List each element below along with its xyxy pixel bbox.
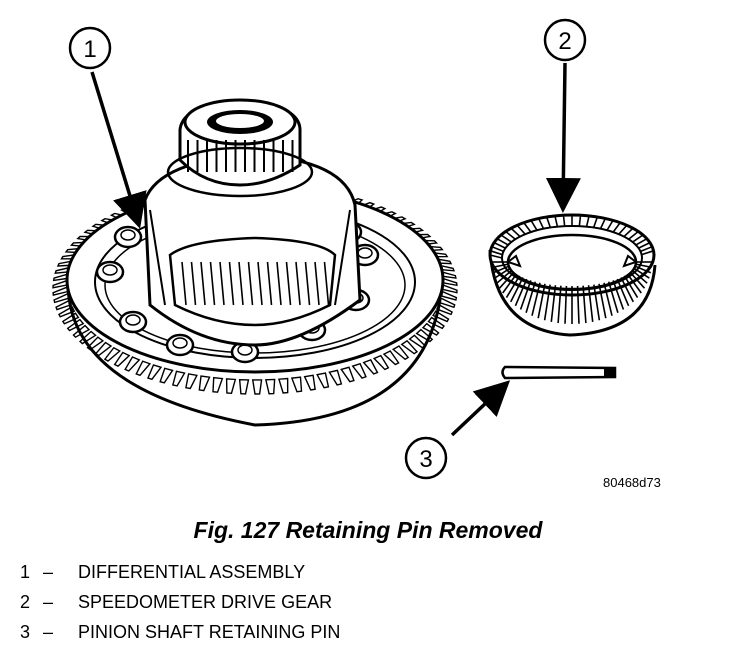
callout-2: 2 [543,18,587,213]
legend-label: SPEEDOMETER DRIVE GEAR [78,592,333,612]
figure-caption: Fig. 127 Retaining Pin Removed [193,517,543,543]
legend-separator: – [43,622,54,642]
legend-label: DIFFERENTIAL ASSEMBLY [78,562,306,582]
side-gear-teeth [181,261,330,306]
callout-1: 1 [68,26,147,229]
differential-assembly [52,98,458,427]
legend-number: 3 [20,622,31,642]
ring-gear-band [66,284,442,427]
callout-1-number: 1 [83,36,96,63]
callout-legend: 1 – DIFFERENTIAL ASSEMBLY 2 – SPEEDOMETE… [20,560,340,650]
legend-item: 1 – DIFFERENTIAL ASSEMBLY [20,560,340,590]
speedometer-drive-gear [488,213,657,337]
legend-number: 2 [20,592,31,612]
image-code: 80468d73 [603,475,661,490]
legend-label: PINION SHAFT RETAINING PIN [78,622,341,642]
case-window [168,236,337,327]
speedometer-gear-teeth [489,215,654,324]
legend-number: 1 [20,562,31,582]
legend-separator: – [43,562,54,582]
callout-2-number: 2 [558,28,571,55]
differential-illustration: 1 2 3 [52,18,657,480]
legend-item: 3 – PINION SHAFT RETAINING PIN [20,620,340,650]
pinion-shaft-retaining-pin [501,365,617,380]
legend-item: 2 – SPEEDOMETER DRIVE GEAR [20,590,340,620]
bearing-rollers [187,140,294,172]
callout-3: 3 [404,380,511,480]
legend-separator: – [43,592,54,612]
callout-3-number: 3 [419,446,432,473]
